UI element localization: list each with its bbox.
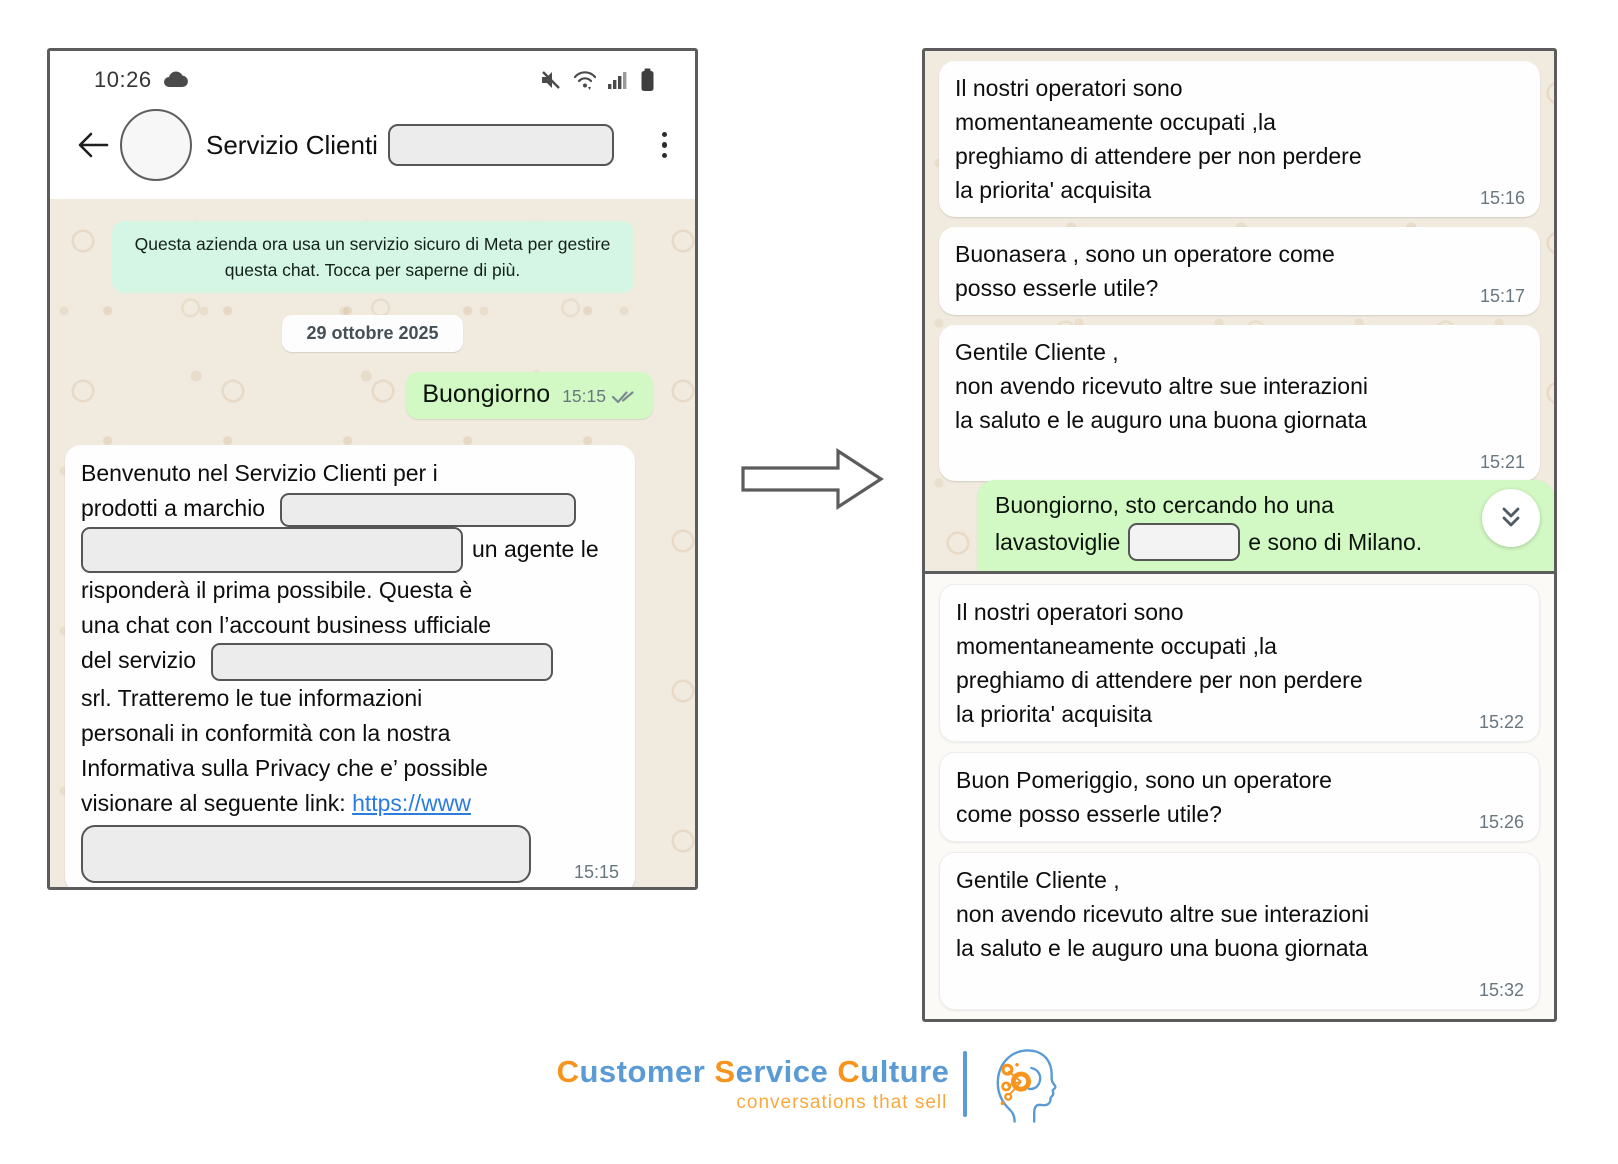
redacted-contact-name <box>387 124 614 166</box>
wifi-icon <box>572 69 598 91</box>
outgoing-message-text: Buongiorno, sto cercando ho una <box>995 492 1334 518</box>
incoming-message-bubble: Buonasera , sono un operatore come posso… <box>939 227 1540 315</box>
incoming-message-bubble: Gentile Cliente , non avendo ricevuto al… <box>939 325 1540 481</box>
brand-initial: C <box>556 1054 580 1089</box>
signal-icon <box>607 70 631 90</box>
clock-text: 10:26 <box>94 67 152 92</box>
outgoing-message-bubble: Buongiorno 15:15 <box>406 372 653 419</box>
logo-separator-bar <box>963 1051 968 1117</box>
left-chat-screenshot: 10:26 <box>47 48 698 890</box>
incoming-message-bubble: Gentile Cliente , non avendo ricevuto al… <box>939 852 1540 1010</box>
incoming-message-text: Il nostri operatori sono momentaneamente… <box>955 75 1362 203</box>
incoming-message-time: 15:16 <box>1479 188 1525 208</box>
incoming-message-text: Buon Pomeriggio, sono un operatore come … <box>956 767 1332 827</box>
chat-area: Questa azienda ora usa un servizio sicur… <box>50 199 695 887</box>
redacted-url <box>81 824 531 883</box>
redacted-brand-name <box>81 526 463 573</box>
screenshot-divider <box>925 571 1554 574</box>
brand-initial: C <box>837 1054 861 1089</box>
flow-arrow <box>740 448 885 510</box>
chat-section-bottom: Il nostri operatori sono momentaneamente… <box>925 574 1554 1019</box>
mute-icon <box>539 68 563 92</box>
welcome-line: Informativa sulla Privacy che e’ possibl… <box>81 754 488 781</box>
incoming-message-time: 15:15 <box>573 861 619 882</box>
chat-section-top: Il nostri operatori sono momentaneamente… <box>925 51 1554 571</box>
outgoing-message-text: Buongiorno <box>422 380 551 408</box>
contact-avatar[interactable] <box>120 109 192 181</box>
incoming-message-bubble: Il nostri operatori sono momentaneamente… <box>939 61 1540 217</box>
scroll-to-bottom-button[interactable] <box>1482 489 1540 547</box>
welcome-line: visionare al seguente link: <box>81 789 353 816</box>
date-chip: 29 ottobre 2025 <box>282 315 463 352</box>
meta-secure-notice[interactable]: Questa azienda ora usa un servizio sicur… <box>111 221 634 293</box>
welcome-line: personali in conformità con la nostra <box>81 719 451 746</box>
redacted-brand-name <box>280 492 577 527</box>
incoming-message-bubble: Il nostri operatori sono momentaneamente… <box>939 584 1540 742</box>
back-arrow-icon[interactable] <box>74 129 112 161</box>
battery-icon <box>640 68 655 92</box>
status-bar: 10:26 <box>50 51 695 93</box>
incoming-message-time: 15:26 <box>1478 812 1524 832</box>
incoming-welcome-bubble: Benvenuto nel Servizio Clienti per i pro… <box>65 445 635 887</box>
outgoing-message-text: e sono di Milano. <box>1248 528 1423 555</box>
incoming-message-text: Gentile Cliente , non avendo ricevuto al… <box>956 867 1369 961</box>
brand-tagline: conversations that sell <box>736 1092 948 1113</box>
welcome-line: prodotti a marchio <box>81 495 266 521</box>
right-chat-screenshot: Il nostri operatori sono momentaneamente… <box>922 48 1557 1022</box>
incoming-message-time: 15:21 <box>1479 452 1525 472</box>
incoming-message-time: 15:17 <box>1479 286 1525 306</box>
head-network-icon <box>981 1044 1061 1124</box>
welcome-line: risponderà il prima possibile. Questa è <box>81 576 473 603</box>
outgoing-message-time: 15:15 <box>562 386 606 406</box>
privacy-link[interactable]: https://www <box>352 789 471 816</box>
double-check-icon <box>611 389 639 404</box>
double-chevron-down-icon <box>1502 507 1520 527</box>
cloud-icon <box>162 70 188 90</box>
outgoing-message-text: lavastoviglie <box>995 528 1121 555</box>
brand-initial: S <box>714 1054 736 1089</box>
incoming-message-text: Gentile Cliente , non avendo ricevuto al… <box>955 339 1368 433</box>
welcome-line: una chat con l’account business ufficial… <box>81 611 492 638</box>
redacted-model-name <box>1128 523 1241 561</box>
chat-header: Servizio Clienti <box>50 93 695 199</box>
welcome-line: srl. Tratteremo le tue informazioni <box>81 684 423 711</box>
outgoing-message-bubble: Buongiorno, sto cercando ho una lavastov… <box>977 480 1554 571</box>
redacted-company-name <box>211 642 554 681</box>
welcome-line: un agente le <box>472 536 599 563</box>
brand-name: Customer Service Culture <box>556 1054 950 1089</box>
incoming-message-time: 15:32 <box>1478 980 1524 1000</box>
incoming-message-time: 15:22 <box>1478 712 1524 732</box>
incoming-message-bubble: Buon Pomeriggio, sono un operatore come … <box>939 752 1540 842</box>
incoming-message-text: Il nostri operatori sono momentaneamente… <box>956 599 1363 727</box>
incoming-message-text: Buonasera , sono un operatore come posso… <box>955 241 1335 301</box>
contact-name: Servizio Clienti <box>206 129 378 160</box>
welcome-line: del servizio <box>81 647 197 673</box>
menu-kebab-icon[interactable] <box>656 128 674 163</box>
welcome-line: Benvenuto nel Servizio Clienti per i <box>81 460 438 486</box>
brand-logo: Customer Service Culture conversations t… <box>0 1044 1618 1124</box>
